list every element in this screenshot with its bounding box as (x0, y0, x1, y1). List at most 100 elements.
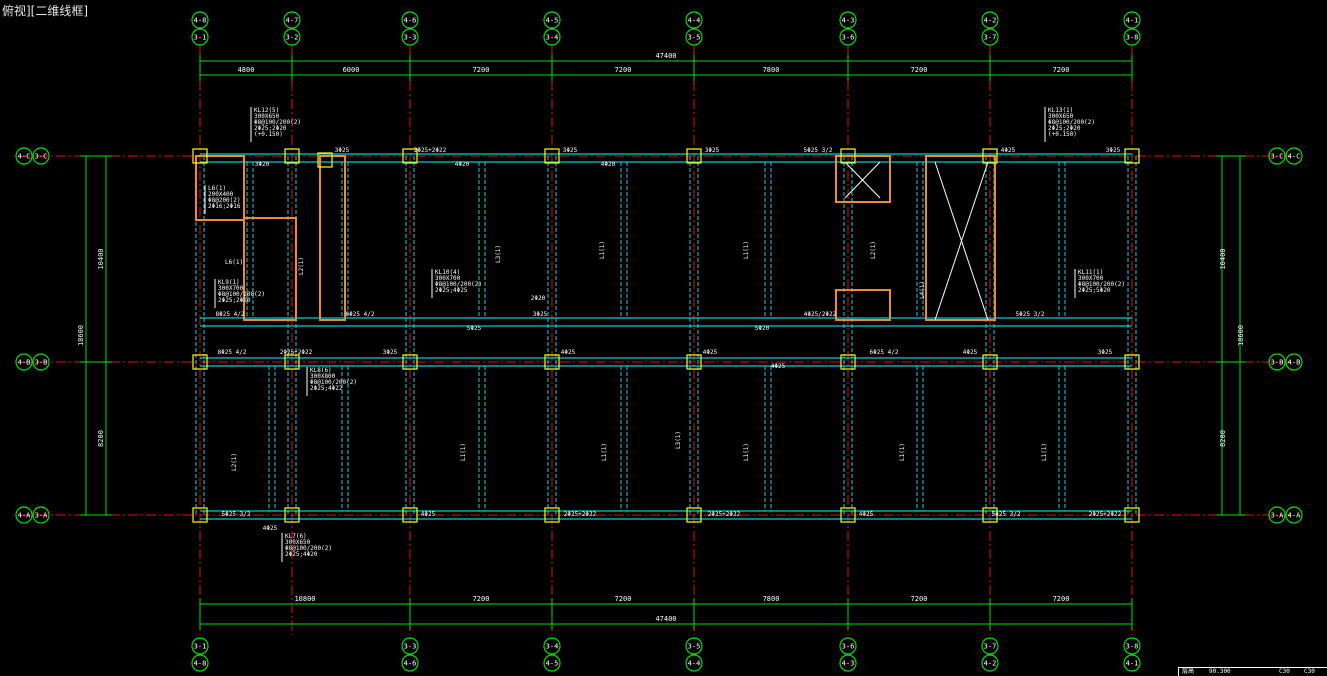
grid-bubble-top-sub[interactable] (191, 28, 209, 46)
mid-upper-bar-label: 5Φ25 3/2 (1016, 311, 1045, 318)
grid-bubble-bottom-sub[interactable] (543, 654, 561, 672)
grid-bubble-top-sub[interactable] (981, 28, 999, 46)
column[interactable] (402, 507, 418, 523)
grid-bubble-bottom-sub[interactable] (401, 654, 419, 672)
column[interactable] (544, 354, 560, 370)
kl10-annotation: Φ8@100/200(2) (435, 281, 482, 288)
grid-bubble-bottom[interactable] (685, 637, 703, 655)
grid-bubble-bottom-label: 3-8 (1126, 643, 1139, 651)
bottom-bar-label: 5Φ25 3/2 (222, 511, 251, 518)
column[interactable] (284, 148, 300, 164)
column[interactable] (686, 148, 702, 164)
column[interactable] (192, 507, 208, 523)
grid-bubble-right-sub[interactable] (1285, 506, 1303, 524)
grid-bubble-bottom-label: 3-4 (546, 643, 559, 651)
grid-bubble-right-sub[interactable] (1285, 147, 1303, 165)
grid-bubble-left[interactable] (15, 147, 33, 165)
grid-bubble-top[interactable] (543, 11, 561, 29)
grid-bubble-right[interactable] (1268, 506, 1286, 524)
grid-bubble-top[interactable] (981, 11, 999, 29)
l2-label: L2(1) (298, 257, 305, 275)
kl12-annotation: Φ8@100/200(2) (254, 119, 301, 126)
column[interactable] (192, 354, 208, 370)
column[interactable] (192, 148, 208, 164)
grid-bubble-top-sub[interactable] (543, 28, 561, 46)
grid-bubble-bottom[interactable] (191, 637, 209, 655)
grid-bubble-left-sub-label: 3-A (35, 512, 48, 520)
grid-bubble-bottom-sub[interactable] (685, 654, 703, 672)
grid-bubble-top-sub[interactable] (1123, 28, 1141, 46)
grid-bubble-top[interactable] (401, 11, 419, 29)
grid-bubble-right-sub[interactable] (1285, 353, 1303, 371)
column[interactable] (840, 354, 856, 370)
column[interactable] (544, 507, 560, 523)
column[interactable] (686, 354, 702, 370)
column[interactable] (284, 507, 300, 523)
grid-bubble-bottom[interactable] (543, 637, 561, 655)
mid-lower-bar-label: 4Φ25 (963, 349, 978, 356)
grid-bubble-top[interactable] (283, 11, 301, 29)
column[interactable] (982, 507, 998, 523)
kl9-annotation: KL9(1) (218, 279, 240, 286)
grid-bubble-right-label: 3-C (1271, 153, 1284, 161)
l4-label: L4(1) (919, 281, 926, 299)
grid-bubble-top[interactable] (839, 11, 857, 29)
top-bar-label: 3Φ25 (1106, 147, 1121, 154)
column[interactable] (317, 152, 333, 168)
kl12-annotation: 300X650 (254, 113, 280, 120)
column[interactable] (686, 507, 702, 523)
grid-bubble-top-sub[interactable] (839, 28, 857, 46)
grid-bubble-bottom[interactable] (1123, 637, 1141, 655)
grid-bubble-bottom-label: 3-3 (404, 643, 417, 651)
l2-label: L2(1) (870, 241, 877, 259)
kl7-annotation: Φ8@100/200(2) (285, 545, 332, 552)
grid-bubble-top-sub[interactable] (685, 28, 703, 46)
column[interactable] (1124, 148, 1140, 164)
grid-bubble-left-sub[interactable] (32, 147, 50, 165)
view-mode-label[interactable]: 俯视][二维线框] (2, 4, 89, 18)
kl13-annotation: (+0.150) (1048, 131, 1077, 138)
grid-bubble-top-sub[interactable] (401, 28, 419, 46)
bottom-bar-label: 4Φ25 (859, 511, 874, 518)
grid-bubble-top[interactable] (1123, 11, 1141, 29)
kl8-annotation: 300X800 (310, 373, 336, 380)
column[interactable] (1124, 507, 1140, 523)
grid-bubble-bottom-sub[interactable] (191, 654, 209, 672)
bottom-dimension-text: 7200 (615, 595, 632, 603)
grid-bubble-right[interactable] (1268, 147, 1286, 165)
top-bar-label: 5Φ25 3/2 (804, 147, 833, 154)
grid-bubble-left[interactable] (15, 506, 33, 524)
kl10-annotation: 2Φ25;4Φ25 (435, 287, 468, 294)
grid-bubble-top-sub-label: 3-2 (286, 34, 299, 42)
column[interactable] (840, 148, 856, 164)
grid-bubble-bottom-sub[interactable] (981, 654, 999, 672)
grid-bubble-right[interactable] (1268, 353, 1286, 371)
column[interactable] (402, 148, 418, 164)
grid-bubble-bottom[interactable] (839, 637, 857, 655)
column[interactable] (402, 354, 418, 370)
column[interactable] (982, 148, 998, 164)
grid-bubble-top-sub[interactable] (283, 28, 301, 46)
grid-bubble-top[interactable] (191, 11, 209, 29)
column[interactable] (544, 148, 560, 164)
grid-bubble-bottom[interactable] (401, 637, 419, 655)
mid-upper-bar-label: 5Φ25 (467, 325, 482, 332)
grid-bubble-bottom-sub[interactable] (1123, 654, 1141, 672)
grid-bubble-left-sub[interactable] (32, 353, 50, 371)
bottom-bar-label: 4Φ25 (263, 525, 278, 532)
column[interactable] (284, 354, 300, 370)
column[interactable] (1124, 354, 1140, 370)
grid-bubble-left-sub[interactable] (32, 506, 50, 524)
l6-annotation: 2Φ16;2Φ16 (208, 203, 241, 210)
right-dimension-text: 10400 (1219, 248, 1227, 269)
grid-bubble-left[interactable] (15, 353, 33, 371)
grid-bubble-bottom-label: 3-6 (842, 643, 855, 651)
column[interactable] (982, 354, 998, 370)
grid-bubble-top[interactable] (685, 11, 703, 29)
bottom-dimension-text: 7200 (473, 595, 490, 603)
grid-bubble-top-sub-label: 3-4 (546, 34, 559, 42)
grid-bubble-bottom-sub[interactable] (839, 654, 857, 672)
grid-bubble-bottom[interactable] (981, 637, 999, 655)
column[interactable] (840, 507, 856, 523)
